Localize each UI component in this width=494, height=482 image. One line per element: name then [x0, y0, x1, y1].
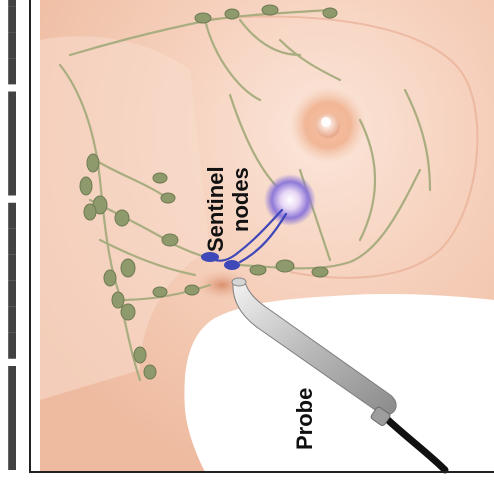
lymph-node-oval: [87, 154, 99, 172]
side-caption-fragment: ▬▬▬▬ ▬▬▬▬▬▬ ▬▬▬▬ ▬▬▬▬▬▬: [0, 0, 22, 470]
label-probe: Probe: [292, 388, 317, 450]
sentinel-node: [201, 252, 219, 262]
lymph-node-oval: [121, 304, 135, 320]
lymph-node-oval: [84, 204, 96, 220]
lymph-node-oval: [134, 347, 146, 363]
label-sentinel: Sentinel: [203, 166, 228, 252]
nipple-highlight: [321, 117, 331, 127]
lymph-node-oval: [312, 267, 328, 277]
lymph-node-oval: [185, 285, 199, 295]
lymph-node-oval: [262, 5, 278, 15]
lymph-node-oval: [153, 173, 167, 183]
lymph-node-oval: [144, 365, 156, 379]
lymph-node-oval: [195, 13, 211, 23]
probe-tip: [232, 278, 246, 286]
label-nodes: nodes: [228, 167, 253, 232]
lymph-node-oval: [250, 265, 266, 275]
lymph-node-oval: [161, 193, 175, 203]
lymph-node-oval: [115, 210, 129, 226]
lymph-node-oval: [225, 9, 239, 19]
lymph-node-oval: [162, 234, 178, 246]
lymph-node-oval: [80, 177, 92, 195]
lymph-node-oval: [153, 287, 167, 297]
lymph-node-oval: [104, 270, 116, 286]
tracer-injection-site: [264, 174, 316, 226]
lymph-node-oval: [276, 260, 294, 272]
lymph-node-oval: [112, 292, 124, 308]
lymph-node-oval: [323, 8, 337, 18]
lymph-node-oval: [121, 259, 135, 277]
sentinel-node: [224, 260, 240, 270]
